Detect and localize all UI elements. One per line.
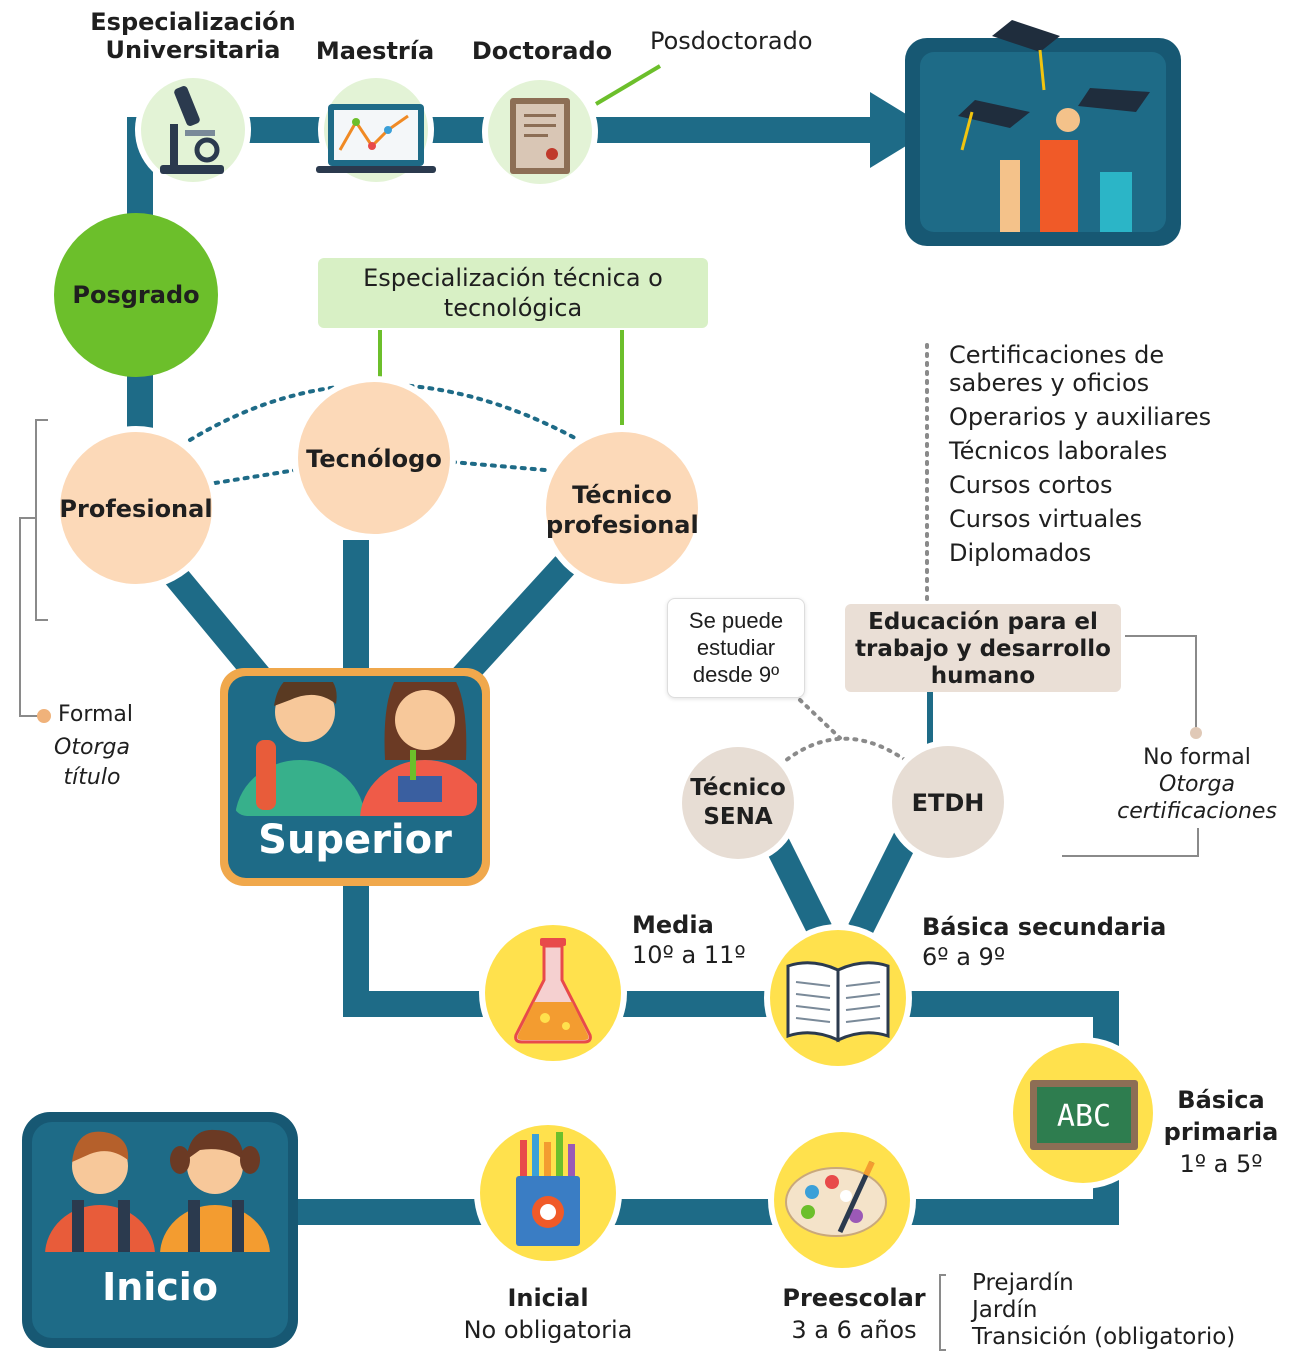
graduation-panel bbox=[905, 20, 1181, 246]
etdh-list-item: Cursos virtuales bbox=[935, 502, 1211, 536]
especializacion-tecnica-box: Especialización técnica o tecnológica bbox=[318, 258, 708, 328]
no-formal-line3: certificaciones bbox=[1112, 798, 1282, 825]
especializacion-line1: Especialización bbox=[80, 8, 306, 36]
chart-laptop-icon bbox=[316, 104, 436, 173]
etdh-label: ETDH bbox=[892, 788, 1004, 818]
etdh-list-item: Diplomados bbox=[935, 536, 1211, 570]
path-primaria-superior bbox=[356, 870, 1106, 1100]
etdh-list-item: Operarios y auxiliares bbox=[935, 400, 1211, 434]
node-primaria: ABC bbox=[1007, 1037, 1159, 1189]
formal-desc-line2: título bbox=[36, 763, 148, 793]
preescolar-label: Preescolar 3 a 6 años bbox=[764, 1282, 944, 1346]
preescolar-title: Preescolar bbox=[764, 1282, 944, 1314]
inicial-title: Inicial bbox=[448, 1282, 648, 1314]
note-line1: Se puede bbox=[668, 607, 804, 634]
primaria-label: Básica primaria 1º a 5º bbox=[1160, 1084, 1282, 1180]
noformal-dot bbox=[1190, 727, 1202, 739]
especializacion-tecnica-line1: Especialización técnica o bbox=[318, 263, 708, 293]
especializacion-line2: Universitaria bbox=[80, 36, 306, 64]
node-media bbox=[479, 919, 627, 1067]
dotted-sena-etdh bbox=[780, 739, 905, 765]
bracket-formal bbox=[36, 420, 48, 620]
branch-profesional bbox=[175, 575, 262, 680]
dotted-note bbox=[800, 700, 840, 738]
secundaria-grades: 6º a 9º bbox=[922, 942, 1166, 972]
node-inicial bbox=[474, 1119, 622, 1267]
secundaria-label: Básica secundaria 6º a 9º bbox=[922, 912, 1166, 972]
tecnico-line2: profesional bbox=[546, 510, 698, 540]
path-inicio-primaria bbox=[290, 1060, 1106, 1212]
node-preescolar bbox=[768, 1126, 916, 1274]
board-text: ABC bbox=[1057, 1099, 1111, 1134]
posdoctorado-label: Posdoctorado bbox=[650, 26, 813, 56]
bracket-noformal-top bbox=[1125, 636, 1196, 730]
chalkboard-icon: ABC bbox=[1030, 1080, 1138, 1150]
maestria-label: Maestría bbox=[300, 36, 450, 66]
note-desde-9: Se puede estudiar desde 9º bbox=[667, 598, 805, 698]
primaria-grades: 1º a 5º bbox=[1160, 1148, 1282, 1180]
etdh-list-item: Técnicos laborales bbox=[935, 434, 1211, 468]
preescolar-list: Prejardín Jardín Transición (obligatorio… bbox=[972, 1270, 1235, 1351]
etdh-list-item: Cursos cortos bbox=[935, 468, 1211, 502]
doctorado-label: Doctorado bbox=[462, 36, 622, 66]
pencil-cup-icon bbox=[516, 1132, 580, 1246]
profesional-label: Profesional bbox=[56, 494, 216, 524]
inicio-label: Inicio bbox=[32, 1262, 288, 1312]
inicial-label: Inicial No obligatoria bbox=[448, 1282, 648, 1346]
etdh-box-line3: humano bbox=[845, 663, 1121, 690]
node-doctorado bbox=[482, 74, 598, 190]
secundaria-title: Básica secundaria bbox=[922, 912, 1166, 942]
bracket-noformal-bottom bbox=[1062, 828, 1198, 856]
sena-line2: SENA bbox=[682, 803, 794, 832]
tecnico-line1: Técnico bbox=[546, 480, 698, 510]
inicial-sub: No obligatoria bbox=[448, 1314, 648, 1346]
etdh-box-line2: trabajo y desarrollo bbox=[845, 636, 1121, 663]
superior-label: Superior bbox=[228, 814, 482, 866]
preescolar-list-item: Prejardín bbox=[972, 1270, 1235, 1297]
media-grades: 10º a 11º bbox=[632, 940, 746, 970]
branch-etdh bbox=[860, 830, 910, 930]
branch-tecnico bbox=[460, 565, 565, 680]
posgrado-label: Posgrado bbox=[54, 280, 218, 310]
etdh-box-line1: Educación para el bbox=[845, 609, 1121, 636]
note-line2: estudiar bbox=[668, 634, 804, 661]
especializacion-label: Especialización Universitaria bbox=[80, 8, 306, 64]
formal-desc-line1: Otorga bbox=[36, 733, 148, 763]
tecnico-profesional-label: Técnico profesional bbox=[546, 480, 698, 540]
tecnologo-label: Tecnólogo bbox=[296, 444, 452, 474]
primaria-line1: Básica bbox=[1160, 1084, 1282, 1116]
preescolar-list-item: Jardín bbox=[972, 1297, 1235, 1324]
primaria-line2: primaria bbox=[1160, 1116, 1282, 1148]
formal-desc: Otorga título bbox=[36, 733, 148, 793]
node-especializacion bbox=[135, 72, 251, 188]
node-secundaria bbox=[764, 924, 912, 1072]
etdh-list-item: saberes y oficios bbox=[935, 366, 1211, 400]
etdh-list-bullets bbox=[925, 340, 931, 580]
no-formal-label: No formal Otorga certificaciones bbox=[1112, 744, 1282, 825]
sena-line1: Técnico bbox=[682, 774, 794, 803]
media-label: Media 10º a 11º bbox=[632, 910, 746, 970]
no-formal-line2: Otorga bbox=[1112, 771, 1282, 798]
open-book-icon bbox=[788, 963, 888, 1040]
formal-label: Formal bbox=[58, 701, 133, 729]
diploma-icon bbox=[510, 98, 570, 174]
note-line3: desde 9º bbox=[668, 661, 804, 688]
tecnico-sena-label: Técnico SENA bbox=[682, 774, 794, 832]
formal-dot bbox=[37, 709, 51, 723]
no-formal-line1: No formal bbox=[1112, 744, 1282, 771]
node-maestria bbox=[316, 72, 436, 188]
green-link-posdoctorado bbox=[596, 66, 660, 104]
media-title: Media bbox=[632, 910, 746, 940]
etdh-box: Educación para el trabajo y desarrollo h… bbox=[845, 604, 1121, 692]
preescolar-sub: 3 a 6 años bbox=[764, 1314, 944, 1346]
preescolar-list-item: Transición (obligatorio) bbox=[972, 1324, 1235, 1351]
especializacion-tecnica-line2: tecnológica bbox=[318, 293, 708, 323]
inicio-panel bbox=[22, 1112, 298, 1348]
etdh-list: Certificaciones de saberes y oficios Ope… bbox=[935, 338, 1211, 570]
